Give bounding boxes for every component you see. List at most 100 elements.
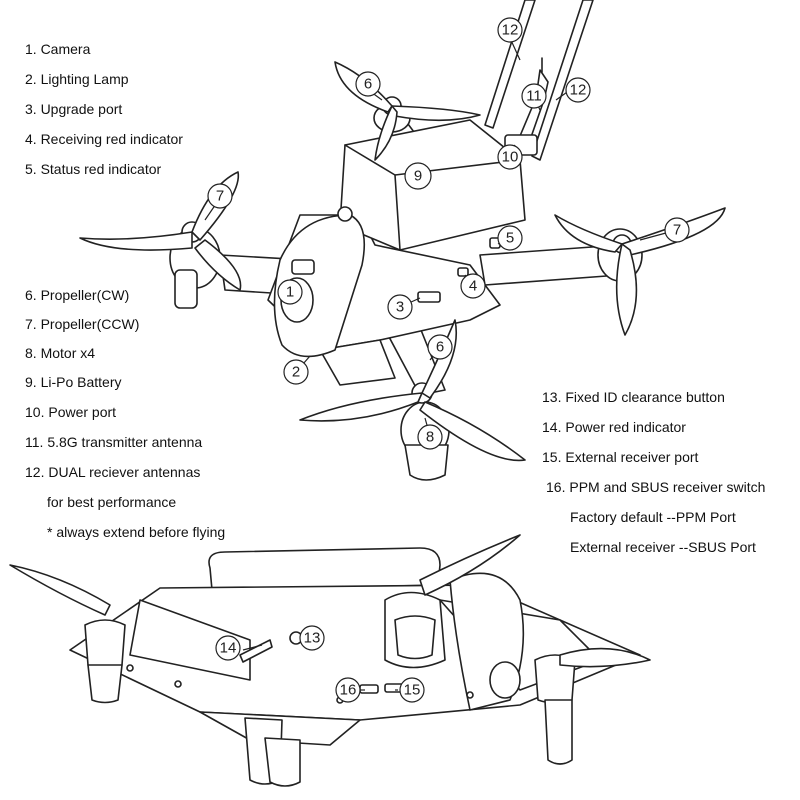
legend-item-id-clearance-button: 13. Fixed ID clearance button bbox=[542, 389, 725, 405]
legend-item-external-receiver: External receiver --SBUS Port bbox=[570, 539, 756, 555]
callout-2: 2 bbox=[292, 364, 300, 381]
legend-item-receiver-antennas-note1: for best performance bbox=[47, 494, 177, 510]
callout-11: 11 bbox=[526, 88, 542, 105]
canopy-screw bbox=[337, 206, 353, 222]
callout-15-circle bbox=[399, 677, 425, 703]
motor-left-bottom bbox=[84, 619, 126, 670]
propeller-right-blade-2 bbox=[615, 243, 638, 336]
callout-10-circle bbox=[497, 144, 523, 170]
callout-2-circle bbox=[283, 359, 309, 385]
camera-lens-bottom bbox=[489, 661, 521, 699]
callout-4-circle bbox=[460, 273, 486, 299]
propeller-left-blade-2 bbox=[79, 231, 193, 251]
legend-item-receiving-indicator: 4. Receiving red indicator bbox=[25, 131, 183, 147]
callout-12b: 12 bbox=[570, 82, 587, 99]
callout-7a: 7 bbox=[216, 188, 224, 205]
receiver-switch bbox=[359, 684, 379, 694]
frame-front-plate bbox=[319, 339, 396, 386]
callouts-bottom bbox=[215, 625, 425, 703]
callout-labels-top: 12 12 11 10 9 6 7 7 5 4 3 1 2 6 8 bbox=[216, 22, 681, 446]
motor-left-leg bbox=[174, 269, 198, 309]
legend-item-transmitter-antenna: 11. 5.8G transmitter antenna bbox=[25, 434, 203, 450]
callout-14: 14 bbox=[220, 640, 237, 657]
bottom-drone-illustration bbox=[9, 534, 651, 787]
callout-6b-circle bbox=[427, 334, 453, 360]
receiver-antenna-right bbox=[531, 0, 594, 161]
top-drone-illustration bbox=[79, 0, 726, 481]
legend-item-status-indicator: 5. Status red indicator bbox=[25, 161, 162, 177]
propeller-right-bottom bbox=[559, 647, 651, 668]
callout-4: 4 bbox=[469, 278, 477, 295]
legend-item-power-indicator: 14. Power red indicator bbox=[542, 419, 686, 435]
frame-left-arm-bottom bbox=[129, 599, 251, 681]
callout-16: 16 bbox=[340, 682, 357, 699]
screw-bottom-4 bbox=[466, 691, 474, 699]
motor-front-leg bbox=[404, 444, 449, 481]
screw-bottom-2 bbox=[174, 680, 182, 688]
callouts-top bbox=[204, 17, 690, 450]
propeller-right-blade-3 bbox=[554, 214, 623, 253]
legend-item-motor: 8. Motor x4 bbox=[25, 345, 96, 361]
legend-item-propeller-cw: 6. Propeller(CW) bbox=[25, 287, 130, 303]
leg-right-bottom bbox=[544, 699, 573, 765]
callout-3: 3 bbox=[396, 299, 404, 316]
battery-pack bbox=[339, 119, 526, 251]
callout-6b: 6 bbox=[436, 339, 444, 356]
legend-item-factory-default: Factory default --PPM Port bbox=[570, 509, 736, 525]
legend-item-receiver-antennas-note2: * always extend before flying bbox=[47, 524, 226, 540]
callout-13-circle bbox=[299, 625, 325, 651]
callout-7b: 7 bbox=[673, 222, 681, 239]
propeller-left-blade-3 bbox=[194, 239, 242, 291]
callout-12a: 12 bbox=[502, 22, 519, 39]
callout-12a-circle bbox=[497, 17, 523, 43]
callout-8-circle bbox=[417, 424, 443, 450]
callout-7b-circle bbox=[664, 217, 690, 243]
screw-bottom-1 bbox=[126, 664, 134, 672]
callout-12b-circle bbox=[565, 77, 591, 103]
legend-item-receiver-antennas: 12. DUAL reciever antennas bbox=[25, 464, 201, 480]
callout-6a-circle bbox=[355, 71, 381, 97]
receiver-antenna-left bbox=[484, 0, 536, 129]
upgrade-port-slot bbox=[417, 291, 441, 303]
motor-front-right-recess bbox=[394, 615, 436, 660]
camera-bracket bbox=[291, 259, 315, 275]
propeller-front-blade-2 bbox=[299, 392, 423, 422]
propeller-front-blade-3 bbox=[419, 401, 526, 462]
propeller-back-blade-2 bbox=[391, 105, 481, 122]
legend-item-lighting-lamp: 2. Lighting Lamp bbox=[25, 71, 129, 87]
legend-item-propeller-ccw: 7. Propeller(CCW) bbox=[25, 316, 140, 332]
callout-14-leader bbox=[242, 644, 263, 651]
callout-16-circle bbox=[335, 677, 361, 703]
propeller-back-blade-3 bbox=[374, 105, 398, 161]
callout-11-circle bbox=[521, 83, 547, 109]
leg-front-center-bottom bbox=[264, 737, 301, 787]
legend-item-receiver-switch: 16. PPM and SBUS receiver switch bbox=[546, 479, 766, 495]
callout-6a: 6 bbox=[364, 76, 372, 93]
battery-bottom-view bbox=[208, 547, 441, 591]
callout-9-circle bbox=[404, 162, 432, 190]
legend-item-external-receiver-port: 15. External receiver port bbox=[542, 449, 699, 465]
callout-1-circle bbox=[277, 279, 303, 305]
legend-item-battery: 9. Li-Po Battery bbox=[25, 374, 122, 390]
leg-left-bottom bbox=[87, 664, 123, 704]
legend-item-power-port: 10. Power port bbox=[25, 404, 117, 420]
callout-9: 9 bbox=[414, 168, 422, 185]
propeller-left-bottom bbox=[9, 564, 111, 616]
receiving-indicator-led bbox=[457, 267, 469, 277]
callout-10: 10 bbox=[502, 149, 519, 166]
callout-3-circle bbox=[387, 294, 413, 320]
callout-1: 1 bbox=[286, 284, 294, 301]
callout-8: 8 bbox=[426, 429, 434, 446]
propeller-top-right-bottom bbox=[419, 534, 521, 596]
callout-14-circle bbox=[215, 635, 241, 661]
callout-labels-bottom: 14 13 16 15 bbox=[220, 630, 421, 699]
callout-5: 5 bbox=[506, 230, 514, 247]
battery-side-edge bbox=[394, 174, 401, 251]
callout-15: 15 bbox=[404, 682, 421, 699]
legend-item-camera: 1. Camera bbox=[25, 41, 91, 57]
callout-13: 13 bbox=[304, 630, 321, 647]
callout-7a-circle bbox=[207, 183, 233, 209]
legend-item-upgrade-port: 3. Upgrade port bbox=[25, 101, 123, 117]
